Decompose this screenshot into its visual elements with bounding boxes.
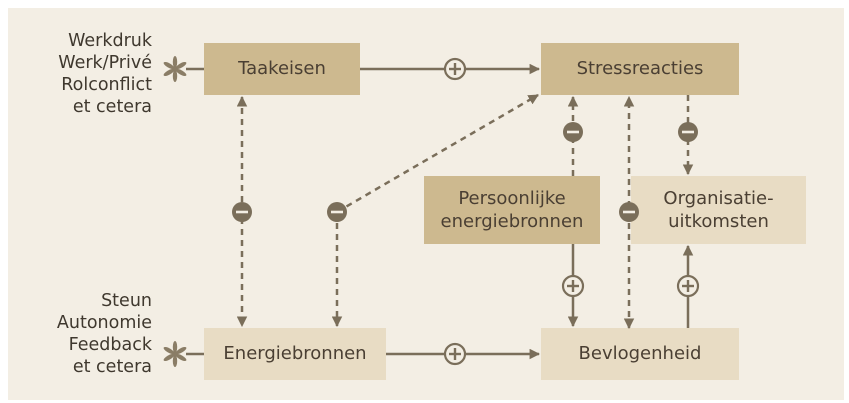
resource-example-1: Steun bbox=[101, 291, 152, 311]
asterisk-icon bbox=[162, 341, 188, 367]
demand-example-2: Werk/Privé bbox=[58, 53, 152, 73]
plus-sign-icon bbox=[443, 57, 467, 81]
job-demands-examples: Werkdruk Werk/Privé Rolconflict et ceter… bbox=[24, 30, 152, 118]
node-persoonlijke-energiebronnen: Persoonlijke energiebronnen bbox=[424, 176, 600, 244]
demand-example-3: Rolconflict bbox=[61, 75, 152, 95]
minus-sign-icon bbox=[619, 202, 639, 222]
dashed-diagonal-to-stress bbox=[336, 93, 539, 214]
job-resources-examples: Steun Autonomie Feedback et cetera bbox=[24, 290, 152, 378]
plus-sign-icon bbox=[443, 342, 467, 366]
plus-sign-icon bbox=[561, 274, 585, 298]
asterisk-icon bbox=[162, 56, 188, 82]
demand-example-1: Werkdruk bbox=[68, 31, 152, 51]
demand-example-4: et cetera bbox=[72, 97, 152, 117]
minus-sign-icon bbox=[678, 122, 698, 142]
resource-example-4: et cetera bbox=[72, 357, 152, 377]
resource-example-3: Feedback bbox=[68, 335, 152, 355]
plus-sign-icon bbox=[676, 274, 700, 298]
node-organisatie-uitkomsten: Organisatie- uitkomsten bbox=[631, 176, 806, 244]
minus-sign-icon bbox=[563, 122, 583, 142]
minus-sign-icon bbox=[232, 202, 252, 222]
minus-sign-icon bbox=[327, 202, 347, 222]
node-energiebronnen: Energiebronnen bbox=[204, 328, 386, 380]
node-stressreacties: Stressreacties bbox=[541, 43, 739, 95]
node-taakeisen: Taakeisen bbox=[204, 43, 360, 95]
resource-example-2: Autonomie bbox=[56, 313, 152, 333]
node-bevlogenheid: Bevlogenheid bbox=[541, 328, 739, 380]
